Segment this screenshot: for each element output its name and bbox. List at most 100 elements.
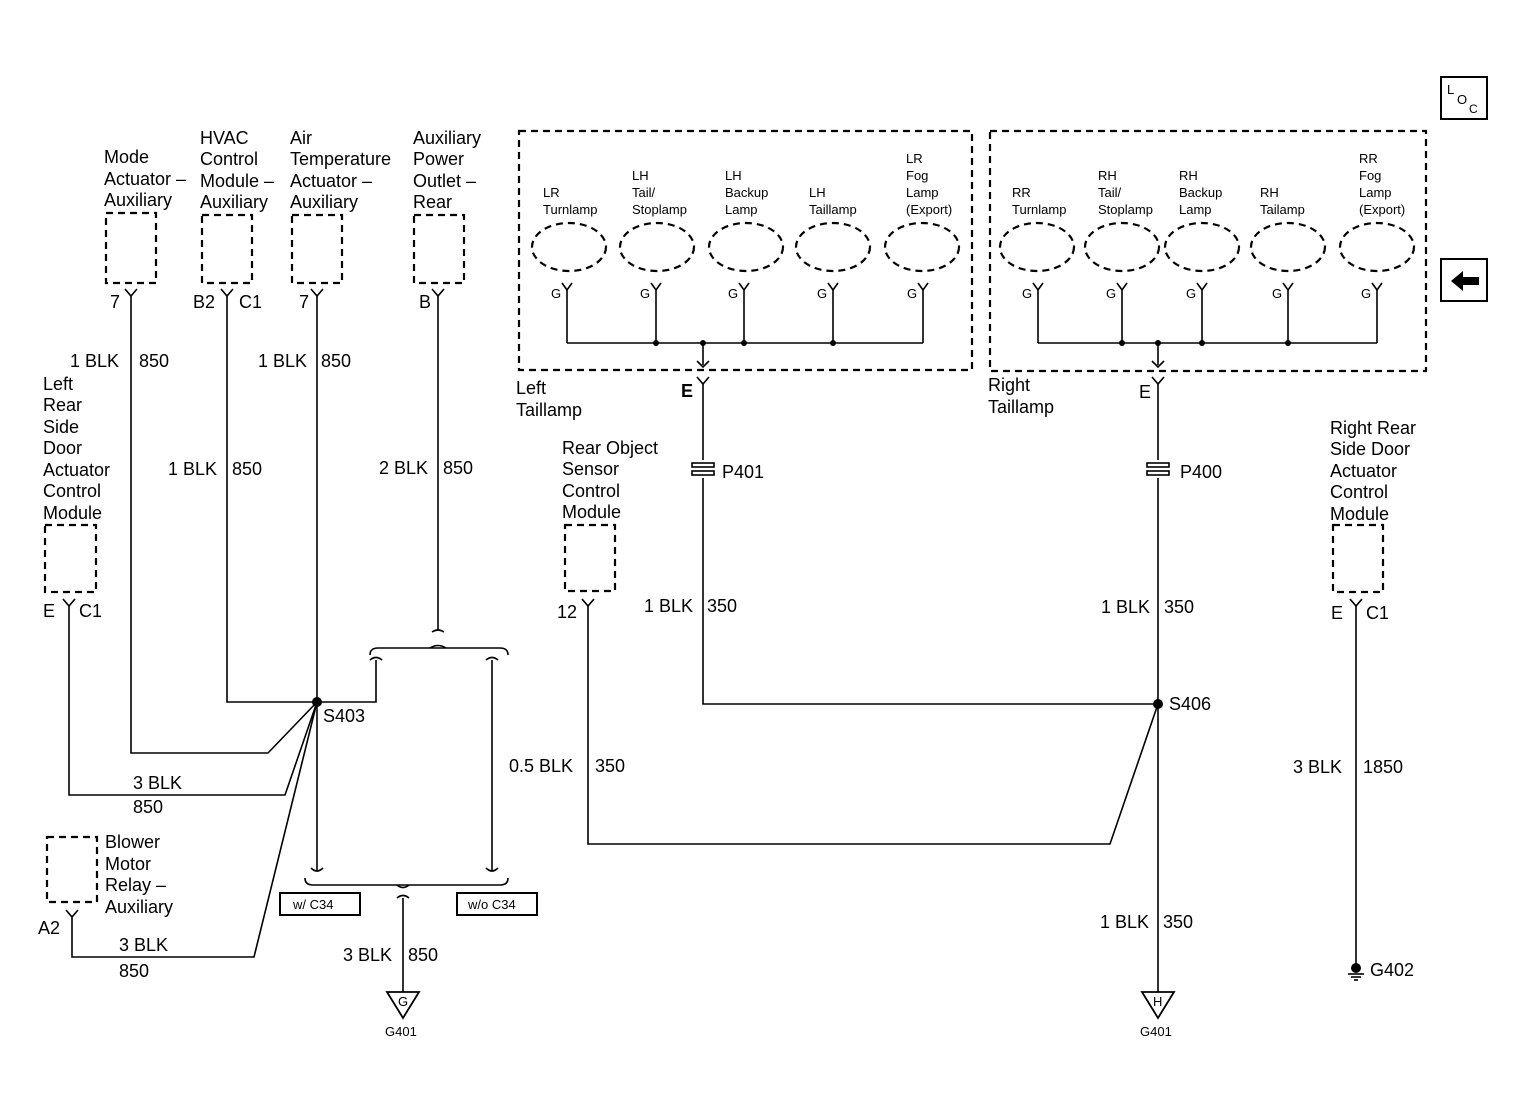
left-lamp-2-pin: G	[640, 286, 650, 301]
lrdoor-wire-color: 3 BLK	[133, 773, 182, 793]
left-lamp-5-pin: G	[907, 286, 917, 301]
s406-label: S406	[1169, 694, 1211, 714]
svg-text:HVAC: HVAC	[200, 128, 249, 148]
left-lamp-4-terminal	[827, 282, 839, 292]
p400-label: P400	[1180, 462, 1222, 482]
svg-text:Outlet –: Outlet –	[413, 171, 476, 191]
left-lamp-3-terminal	[738, 282, 750, 292]
ros-terminal	[581, 598, 595, 608]
svg-text:Actuator –: Actuator –	[290, 171, 372, 191]
svg-text:Actuator: Actuator	[1330, 461, 1397, 481]
right-lamp-4-pin: G	[1272, 286, 1282, 301]
mode-wire-color: 1 BLK	[70, 351, 119, 371]
mode-wire	[130, 296, 318, 754]
right-lamp-2-terminal	[1116, 282, 1128, 292]
right-lamp-2-pin: G	[1106, 286, 1116, 301]
rrdoor-pin-c1: C1	[1366, 603, 1389, 623]
svg-text:Auxiliary: Auxiliary	[105, 897, 173, 917]
svg-text:Module: Module	[1330, 504, 1389, 524]
left-taillamp-box	[517, 129, 974, 372]
s406-down-wire-circuit: 350	[1163, 912, 1193, 932]
svg-text:Temperature: Temperature	[290, 149, 391, 169]
mode-actuator-box	[104, 211, 158, 285]
hvac-pin-c1: C1	[239, 292, 262, 312]
g402-label: G402	[1370, 960, 1414, 980]
without-c34-box	[456, 892, 538, 916]
right-lamp-3-label-1: RH	[1179, 168, 1198, 183]
hvac-module-label: HVAC Control Module – Auxiliary	[200, 128, 274, 212]
right-lamp-2-label-3: Stoplamp	[1098, 202, 1153, 217]
left-lamp-1-label-1: LR	[543, 185, 560, 200]
ros-wire	[587, 606, 1159, 845]
air-temp-actuator-box	[290, 213, 344, 285]
blower-terminal	[65, 909, 79, 919]
aux-power-outlet-box	[412, 213, 466, 285]
ground-symbol-h	[1140, 991, 1176, 1020]
right-lamp-3-pin: G	[1186, 286, 1196, 301]
p400-connector	[1146, 462, 1170, 476]
rrdoor-pin-e: E	[1331, 603, 1343, 623]
svg-text:Rear: Rear	[43, 395, 82, 415]
svg-text:Auxiliary: Auxiliary	[104, 190, 172, 210]
left-lamp-1-pin: G	[551, 286, 561, 301]
svg-text:Auxiliary: Auxiliary	[413, 128, 481, 148]
svg-text:Left: Left	[516, 378, 546, 398]
right-lamp-4-label-1: RH	[1260, 185, 1279, 200]
g401-wire-color: 3 BLK	[343, 945, 392, 965]
loc-icon-o: O	[1457, 92, 1467, 107]
right-lamp-2-label-1: RH	[1098, 168, 1117, 183]
loc-icon[interactable]: L O C	[1440, 76, 1488, 120]
option-brace-top	[369, 629, 509, 661]
svg-text:Actuator –: Actuator –	[104, 169, 186, 189]
right-lamp-5-bulb	[1338, 221, 1416, 273]
left-lamp-3-bulb	[707, 221, 785, 273]
aux-pin: B	[419, 292, 431, 312]
right-lamp-4-bulb	[1249, 221, 1327, 273]
hvac-wire	[226, 296, 317, 703]
right-lamp-4-terminal	[1282, 282, 1294, 292]
right-taillamp-pin-e: E	[1139, 382, 1151, 402]
pin-terminals-top	[124, 288, 445, 298]
left-lamp-1-label-2: Turnlamp	[543, 202, 597, 217]
air-temp-actuator-label: Air Temperature Actuator – Auxiliary	[290, 128, 391, 212]
svg-text:Taillamp: Taillamp	[988, 397, 1054, 417]
svg-text:Sensor: Sensor	[562, 459, 619, 479]
right-lamp-1-terminal	[1032, 282, 1044, 292]
svg-text:Right: Right	[988, 375, 1030, 395]
airtemp-wire-color: 1 BLK	[258, 351, 307, 371]
rrdoor-wire-color: 3 BLK	[1293, 757, 1342, 777]
right-rear-door-module-box	[1331, 523, 1385, 594]
right-lamp-4-label-2: Tailamp	[1260, 202, 1305, 217]
ground-symbol-g	[385, 991, 421, 1020]
right-lamp-5-label-2: Fog	[1359, 168, 1381, 183]
lrdoor-pin-e: E	[43, 601, 55, 621]
svg-text:Control: Control	[200, 149, 258, 169]
left-arrow-icon[interactable]	[1440, 258, 1488, 302]
left-lamp-1-terminal	[561, 282, 573, 292]
loc-icon-l: L	[1447, 82, 1454, 97]
left-taillamp-terminal	[696, 376, 710, 386]
hvac-wire-circuit: 850	[232, 459, 262, 479]
svg-text:Actuator: Actuator	[43, 460, 110, 480]
s406-down-wire-color: 1 BLK	[1100, 912, 1149, 932]
left-taillamp-label: Left Taillamp	[516, 378, 582, 420]
ros-wire-circuit: 350	[595, 756, 625, 776]
svg-text:Module –: Module –	[200, 171, 274, 191]
ground-name-right: G401	[1140, 1024, 1172, 1039]
right-taillamp-label: Right Taillamp	[988, 375, 1054, 417]
blower-wire-circuit: 850	[119, 961, 149, 981]
blower-wire	[71, 701, 318, 958]
left-lamp-2-label-1: LH	[632, 168, 649, 183]
p401-connector	[691, 462, 715, 476]
right-lamp-2-label-2: Tail/	[1098, 185, 1122, 200]
p401-label: P401	[722, 462, 764, 482]
right-lamp-3-label-3: Lamp	[1179, 202, 1212, 217]
left-rear-door-module-box	[43, 523, 98, 594]
right-lamp-group: RRTurnlampGRHTail/StoplampGRHBackupLampG…	[998, 151, 1416, 343]
